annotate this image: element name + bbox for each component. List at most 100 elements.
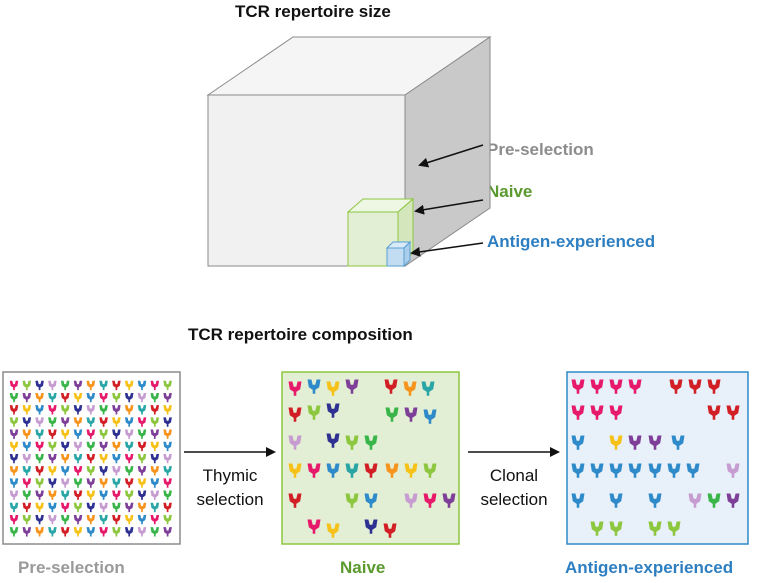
tcr-glyph [112,453,121,464]
tcr-glyph [163,392,172,403]
naive-tcr-glyphs [288,379,456,538]
tcr-glyph [99,417,108,427]
tcr-glyph [86,527,96,537]
tcr-glyph [163,453,172,464]
tcr-glyph [86,490,96,500]
tcr-glyph [163,527,172,537]
thymic-selection-line2: selection [196,490,264,509]
tcr-glyph [22,392,32,403]
tcr-glyph [137,405,147,415]
tcr-glyph [22,417,32,427]
tcr-glyph [124,392,134,403]
tcr-glyph [35,380,44,391]
tcr-glyph [385,407,399,422]
tcr-glyph [22,441,32,452]
tcr-glyph [648,463,662,478]
tcr-glyph [326,523,340,538]
tcr-glyph [609,463,623,478]
tcr-glyph [423,409,437,424]
tcr-glyph [150,417,160,427]
tcr-glyph [137,502,147,513]
tcr-glyph [163,380,172,391]
tcr-glyph [726,405,740,420]
tcr-glyph [60,417,70,427]
tcr-glyph [73,392,83,403]
tcr-glyph [35,527,44,537]
tcr-glyph [442,493,456,508]
tcr-glyph [35,453,44,464]
tcr-glyph [73,478,83,488]
tcr-glyph [124,380,134,391]
naive-panel-label: Naive [340,558,386,577]
tcr-glyph [48,429,57,439]
tcr-glyph [385,463,399,478]
tcr-glyph [99,466,108,476]
tcr-glyph [163,417,172,427]
tcr-glyph [571,405,585,420]
tcr-glyph [9,417,19,427]
clonal-selection-line2: selection [480,490,548,509]
tcr-glyph [571,463,585,478]
tcr-glyph [48,490,57,500]
tcr-glyph [288,435,302,450]
tcr-glyph [22,514,32,525]
tcr-glyph [288,493,302,508]
tcr-glyph [22,490,32,500]
tcr-glyph [112,514,121,525]
tcr-glyph [726,463,740,478]
tcr-glyph [99,453,108,464]
tcr-glyph [669,379,683,394]
tcr-glyph [112,466,121,476]
tcr-glyph [112,417,121,427]
tcr-glyph [9,502,19,513]
tcr-glyph [86,380,96,391]
tcr-glyph [99,514,108,525]
tcr-glyph [163,514,172,525]
tcr-glyph [609,379,623,394]
tcr-glyph [150,380,160,391]
tcr-glyph [609,405,623,420]
tcr-glyph [48,466,57,476]
tcr-glyph [99,392,108,403]
tcr-glyph [9,453,19,464]
tcr-glyph [112,441,121,452]
tcr-glyph [163,478,172,488]
tcr-glyph [124,490,134,500]
tcr-glyph [124,514,134,525]
tcr-glyph [590,521,604,536]
tcr-glyph [404,407,418,422]
tcr-glyph [35,441,44,452]
antigen-experienced-size-label: Antigen-experienced [487,232,656,251]
tcr-glyph [35,417,44,427]
tcr-glyph [124,502,134,513]
tcr-glyph [99,527,108,537]
tcr-glyph [628,379,642,394]
tcr-glyph [150,527,160,537]
antigen-experienced-pointer-arrow [410,242,484,257]
tcr-glyph [48,478,57,488]
tcr-glyph [73,417,83,427]
tcr-glyph [163,441,172,452]
tcr-glyph [590,463,604,478]
tcr-glyph [9,392,19,403]
tcr-glyph [124,478,134,488]
tcr-glyph [150,441,160,452]
tcr-glyph [150,502,160,513]
tcr-glyph [421,381,435,396]
tcr-glyph [364,463,378,478]
antigen-experienced-cube [385,240,412,268]
tcr-glyph [22,405,32,415]
tcr-glyph [628,463,642,478]
tcr-glyph [137,380,147,391]
tcr-glyph [345,493,359,508]
thymic-selection-line1: Thymic [202,466,258,485]
tcr-glyph [150,490,160,500]
tcr-glyph [60,441,70,452]
tcr-glyph [9,380,19,391]
tcr-glyph [571,435,585,450]
tcr-glyph [35,478,44,488]
tcr-glyph [307,519,321,534]
tcr-glyph [73,441,83,452]
tcr-glyph [112,380,121,391]
tcr-glyph [163,502,172,513]
